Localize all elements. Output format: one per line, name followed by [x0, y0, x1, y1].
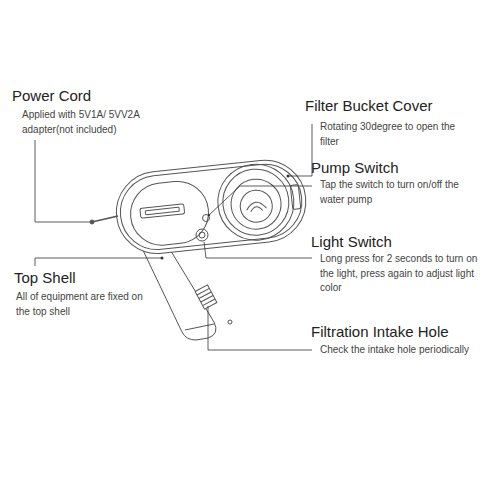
leader-intake-hole — [208, 306, 312, 350]
leader-light-switch — [204, 242, 312, 258]
pump-switch — [203, 215, 210, 222]
part-note: Applied with 5V1A/ 5VV2A adapter(not inc… — [22, 108, 162, 137]
part-name: Top Shell — [14, 268, 164, 288]
leader-filter-cover — [288, 124, 312, 176]
part-name: Power Cord — [12, 86, 162, 106]
tube-end — [185, 324, 214, 330]
part-note: Rotating 30degree to open the filter — [320, 120, 470, 149]
part-name: Pump Switch — [311, 158, 491, 178]
top-shell — [112, 156, 310, 257]
part-note: All of equipment are fixed on the top sh… — [16, 290, 156, 319]
leader-power-cord — [35, 140, 90, 222]
leader-lines — [35, 124, 312, 350]
filter-bucket-cover — [214, 160, 298, 244]
light-switch — [196, 229, 208, 241]
cover-tab — [290, 185, 300, 210]
part-name: Filtration Intake Hole — [311, 322, 496, 342]
part-note: Long press for 2 seconds to turn on the … — [320, 252, 490, 296]
intake-hole — [195, 285, 217, 309]
leader-pump-switch — [209, 186, 312, 215]
pump-compartment — [128, 178, 212, 248]
part-note: Tap the switch to turn on/off the water … — [320, 178, 470, 207]
intake-grille — [197, 288, 215, 305]
power-cord — [92, 216, 118, 222]
part-note: Check the intake hole periodically — [320, 343, 495, 358]
part-name: Light Switch — [311, 232, 491, 252]
leader-top-shell — [35, 258, 162, 266]
tube-pin — [228, 320, 232, 324]
part-name: Filter Bucket Cover — [305, 96, 495, 116]
leader-dots — [161, 175, 290, 260]
power-slot — [140, 204, 185, 219]
